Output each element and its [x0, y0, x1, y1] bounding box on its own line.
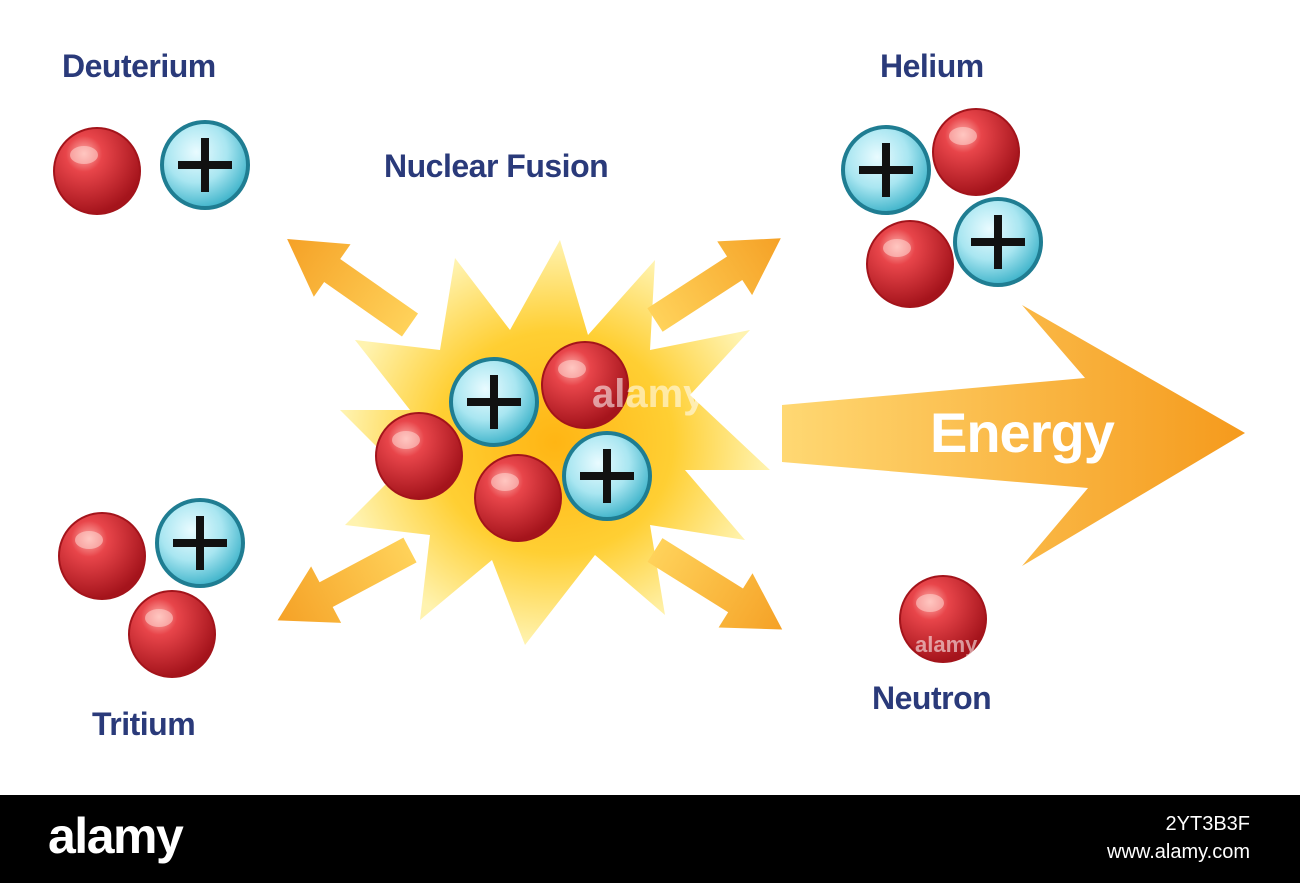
tritium-neutron-icon	[128, 590, 216, 678]
tritium-atom	[58, 498, 245, 678]
fusion-neutron-icon	[474, 454, 562, 542]
label-energy: Energy	[930, 401, 1115, 464]
label-neutron: Neutron	[872, 680, 992, 716]
tritium-proton-icon	[155, 498, 245, 588]
deuterium-neutron-icon	[53, 127, 141, 215]
fusion-proton-icon	[449, 357, 539, 447]
arrow-lower-right-icon	[647, 538, 783, 630]
arrow-upper-left-icon	[287, 238, 419, 337]
helium-atom	[841, 108, 1043, 308]
arrow-lower-left-icon	[277, 537, 417, 623]
helium-neutron-icon	[932, 108, 1020, 196]
site-url: www.alamy.com	[1107, 841, 1250, 863]
fusion-neutron-icon	[375, 412, 463, 500]
helium-neutron-icon	[866, 220, 954, 308]
fusion-proton-icon	[562, 431, 652, 521]
label-deuterium: Deuterium	[62, 48, 216, 84]
label-tritium: Tritium	[92, 706, 196, 742]
tritium-neutron-icon	[58, 512, 146, 600]
fusion-burst-icon	[340, 240, 770, 645]
diagram-area: alamy alamy Deuterium Helium Nuclear Fus…	[53, 48, 1245, 742]
deuterium-atom	[53, 120, 250, 215]
footer-bar: alamy 2YT3B3F www.alamy.com	[0, 795, 1300, 883]
image-id: 2YT3B3F	[1165, 813, 1250, 835]
watermark-small: alamy	[915, 632, 978, 657]
fusion-diagram	[53, 108, 1245, 678]
arrow-upper-right-icon	[647, 238, 781, 332]
energy-arrow-icon	[782, 305, 1245, 566]
helium-proton-icon	[841, 125, 931, 215]
deuterium-proton-icon	[160, 120, 250, 210]
label-helium: Helium	[880, 48, 984, 84]
helium-proton-icon	[953, 197, 1043, 287]
watermark-center: alamy	[592, 372, 706, 416]
label-nuclear-fusion: Nuclear Fusion	[384, 148, 609, 184]
alamy-logo: alamy	[48, 808, 184, 864]
